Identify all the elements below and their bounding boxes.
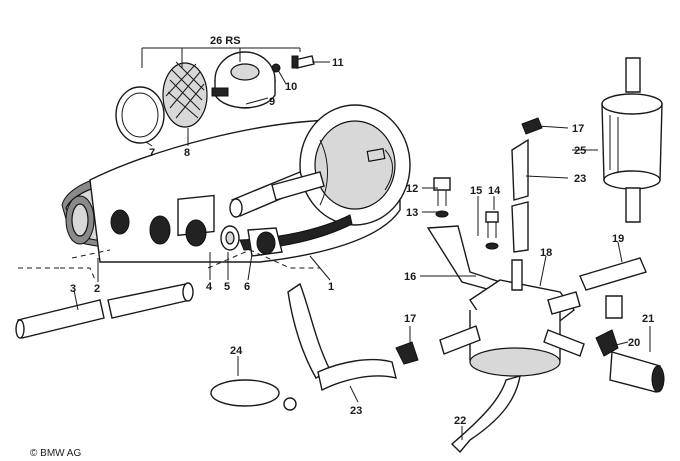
callout-10: 10 bbox=[285, 81, 297, 93]
callout-11: 11 bbox=[332, 57, 344, 69]
callout-8: 8 bbox=[184, 147, 190, 159]
filter-cover-parts bbox=[115, 51, 315, 144]
callout-20: 20 bbox=[628, 337, 640, 349]
reference-lines bbox=[18, 249, 320, 283]
callout-25: 25 bbox=[574, 145, 586, 157]
bracket-and-bolts bbox=[426, 177, 501, 293]
callout-17-top: 17 bbox=[572, 123, 584, 135]
fittings-4-5-6 bbox=[177, 194, 283, 257]
distributor-assembly bbox=[395, 257, 665, 393]
callout-labels: 26 RS 11 10 9 8 7 17 25 23 12 13 15 14 1… bbox=[30, 35, 654, 459]
callout-2: 2 bbox=[94, 283, 100, 295]
leader-lines bbox=[73, 47, 651, 440]
callout-1: 1 bbox=[328, 281, 334, 293]
callout-13: 13 bbox=[406, 207, 418, 219]
callout-9: 9 bbox=[269, 96, 275, 108]
callout-15: 15 bbox=[470, 185, 482, 197]
air-filter-housing bbox=[61, 104, 411, 263]
callout-26rs: 26 RS bbox=[210, 35, 241, 47]
callout-14: 14 bbox=[488, 185, 501, 197]
callout-21: 21 bbox=[642, 313, 654, 325]
callout-12: 12 bbox=[406, 183, 418, 195]
copyright-label: © BMW AG bbox=[30, 448, 81, 459]
callout-23-top: 23 bbox=[574, 173, 586, 185]
lower-hoses-and-pipes bbox=[15, 282, 521, 454]
callout-16: 16 bbox=[404, 271, 416, 283]
callout-19: 19 bbox=[612, 233, 624, 245]
callout-18: 18 bbox=[540, 247, 552, 259]
callout-22: 22 bbox=[454, 415, 466, 427]
fuel-filter bbox=[601, 57, 663, 223]
callout-5: 5 bbox=[224, 281, 230, 293]
upper-hoses bbox=[511, 117, 543, 253]
callout-3: 3 bbox=[70, 283, 76, 295]
callout-23-bottom: 23 bbox=[350, 405, 362, 417]
callout-17-bottom: 17 bbox=[404, 313, 416, 325]
callout-6: 6 bbox=[244, 281, 250, 293]
callout-24: 24 bbox=[230, 345, 243, 357]
callout-7: 7 bbox=[149, 147, 155, 159]
callout-4: 4 bbox=[206, 281, 213, 293]
